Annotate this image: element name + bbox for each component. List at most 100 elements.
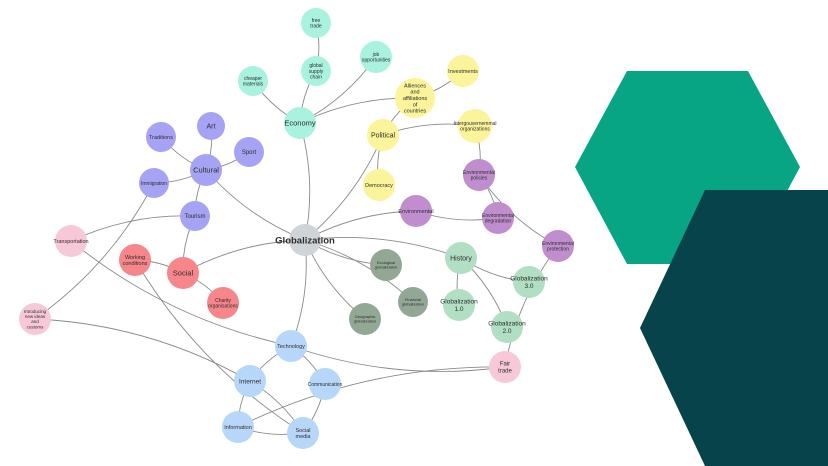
node-traditions[interactable]: Traditions	[146, 122, 176, 152]
node-circle	[463, 159, 495, 191]
node-technology[interactable]: Technology	[275, 330, 307, 362]
node-circle	[238, 66, 268, 96]
node-label: Art	[207, 123, 216, 130]
node-circle	[284, 107, 316, 139]
node-communication[interactable]: Communication	[308, 368, 343, 400]
node-label: Globalization	[275, 235, 335, 246]
node-circle	[370, 249, 402, 281]
node-circle	[542, 230, 574, 262]
node-label: History	[450, 255, 472, 262]
edge-transportation-technology	[70, 240, 292, 347]
node-circle	[289, 224, 321, 256]
edge-technology-fair_trade	[290, 345, 506, 372]
node-label: Technology	[277, 344, 305, 350]
node-circle	[19, 303, 51, 335]
node-investments[interactable]: Investments	[447, 55, 479, 87]
node-information[interactable]: Information	[222, 411, 254, 443]
node-circle	[400, 195, 432, 227]
node-cultural[interactable]: Cultural	[190, 154, 222, 186]
node-label: Economy	[284, 119, 316, 128]
edge-working_conditions-social_media	[134, 259, 304, 434]
node-circle	[190, 154, 222, 186]
node-globalization[interactable]: Globalization	[275, 224, 335, 256]
node-history[interactable]: History	[445, 242, 477, 274]
node-tourism[interactable]: Tourism	[180, 201, 210, 231]
node-immigration[interactable]: Immigration	[139, 168, 169, 198]
node-circle	[146, 122, 176, 152]
node-political[interactable]: Political	[367, 119, 399, 151]
node-social[interactable]: Social	[167, 257, 199, 289]
node-label: Environmental	[398, 209, 433, 215]
node-art[interactable]: Art	[197, 112, 225, 140]
node-sport[interactable]: Sport	[234, 137, 264, 167]
node-label: Social	[173, 269, 194, 278]
edge-tourism-transportation	[70, 215, 196, 242]
node-transportation[interactable]: Transportation	[53, 225, 89, 257]
node-circle	[275, 330, 307, 362]
node-label: Internet	[239, 378, 261, 385]
node-circle	[222, 411, 254, 443]
edge-information-fair_trade	[237, 366, 506, 428]
node-circle	[349, 303, 381, 335]
node-label: Communication	[308, 382, 343, 388]
node-circle	[139, 168, 169, 198]
node-circle	[513, 266, 545, 298]
node-circle	[360, 41, 392, 73]
node-label: Sport	[242, 150, 257, 156]
node-circle	[443, 289, 475, 321]
node-democracy[interactable]: Democracy	[363, 169, 395, 201]
node-internet[interactable]: Internet	[234, 365, 266, 397]
edge-immigration-introducing	[34, 182, 155, 320]
node-circle	[197, 112, 225, 140]
node-circle	[301, 56, 331, 86]
node-circle	[287, 417, 319, 449]
edge-fair_trade-env_protection	[504, 245, 559, 368]
node-environmental[interactable]: Environmental	[398, 195, 434, 227]
node-label: Tourism	[184, 214, 205, 220]
node-label: Immigration	[141, 181, 167, 187]
node-circle	[489, 351, 521, 383]
edge-globalization-cultural	[205, 169, 306, 241]
node-circle	[398, 287, 428, 317]
edge-globalization-economy	[299, 122, 311, 241]
node-circle	[309, 368, 341, 400]
node-economy[interactable]: Economy	[284, 107, 316, 139]
node-label: Transportation	[53, 239, 88, 245]
